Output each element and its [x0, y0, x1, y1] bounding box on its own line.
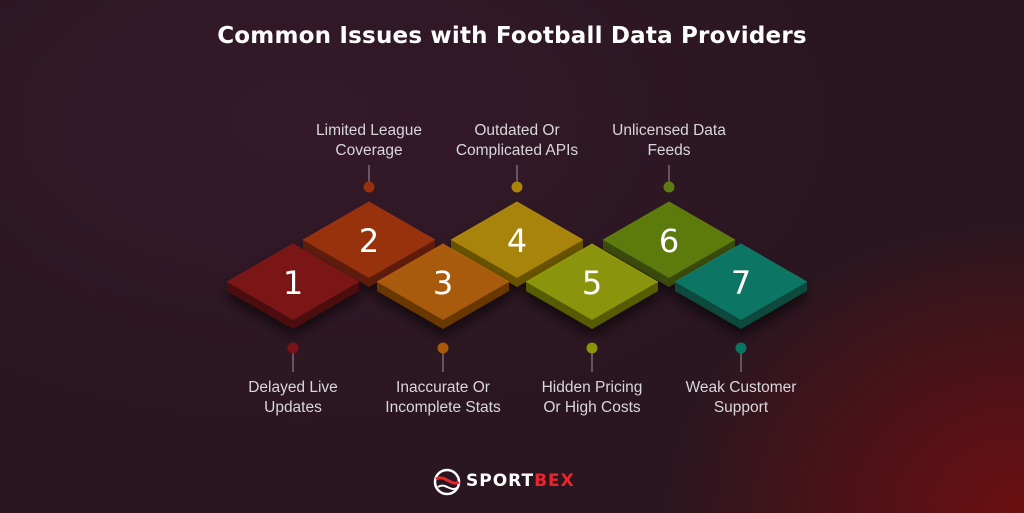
- step-marker-dot-1: [287, 342, 299, 354]
- step-tile-side: [675, 282, 807, 329]
- step-number-1: 1: [283, 264, 303, 302]
- step-label-5: Hidden Pricing Or High Costs: [507, 378, 677, 418]
- step-label-4: Outdated Or Complicated APIs: [432, 121, 602, 161]
- step-label-line1: Inaccurate Or: [396, 379, 490, 396]
- step-marker-dot-2: [363, 181, 375, 193]
- sportbex-ball-icon: [433, 468, 461, 496]
- step-label-line1: Weak Customer: [685, 379, 797, 396]
- step-label-line2: Incomplete Stats: [385, 399, 501, 416]
- sportbex-logo: SPORTBEX: [430, 466, 600, 498]
- step-tile-highlight: [525, 243, 659, 283]
- step-number-5: 5: [582, 264, 602, 302]
- step-number-4: 4: [507, 222, 527, 260]
- step-tile-highlight: [450, 201, 584, 241]
- step-label-line2: Coverage: [335, 142, 403, 159]
- step-number-2: 2: [359, 222, 379, 260]
- step-tile-side: [227, 282, 359, 329]
- step-tile-highlight: [602, 201, 736, 241]
- step-tile-7: 7: [674, 243, 808, 329]
- brand-name: SPORTBEX: [466, 471, 575, 491]
- step-number-6: 6: [659, 222, 679, 260]
- step-tile-highlight: [376, 243, 510, 283]
- step-tile-side: [377, 282, 509, 329]
- step-tile-highlight: [302, 201, 436, 241]
- step-label-line1: Hidden Pricing: [541, 379, 643, 396]
- step-label-line2: Updates: [264, 399, 322, 416]
- step-marker-dot-7: [735, 342, 747, 354]
- step-tile-side: [526, 282, 658, 329]
- step-tile-1: 1: [226, 243, 360, 329]
- step-label-line2: Or High Costs: [543, 399, 641, 416]
- step-tile-highlight: [674, 243, 808, 283]
- step-label-line1: Limited League: [316, 122, 422, 139]
- step-marker-dot-4: [511, 181, 523, 193]
- step-marker-dot-3: [437, 342, 449, 354]
- step-tile-highlight: [226, 243, 360, 283]
- step-number-7: 7: [731, 264, 751, 302]
- step-tile-3: 3: [376, 243, 510, 329]
- step-label-line2: Complicated APIs: [455, 142, 579, 159]
- step-tile-5: 5: [525, 243, 659, 329]
- step-label-line1: Unlicensed Data: [612, 122, 726, 139]
- step-number-3: 3: [433, 264, 453, 302]
- step-marker-dot-5: [586, 342, 598, 354]
- step-tile-2: 2: [302, 201, 436, 287]
- step-label-line2: Support: [713, 399, 769, 416]
- page-title: Common Issues with Football Data Provide…: [217, 23, 807, 49]
- brand-name-part2: BEX: [534, 471, 575, 491]
- step-label-line1: Delayed Live: [248, 379, 338, 396]
- step-label-line1: Outdated Or: [474, 122, 560, 139]
- step-marker-dot-6: [663, 181, 675, 193]
- step-label-line2: Feeds: [647, 142, 691, 159]
- brand-name-part1: SPORT: [466, 471, 535, 491]
- step-label-3: Inaccurate Or Incomplete Stats: [358, 378, 528, 418]
